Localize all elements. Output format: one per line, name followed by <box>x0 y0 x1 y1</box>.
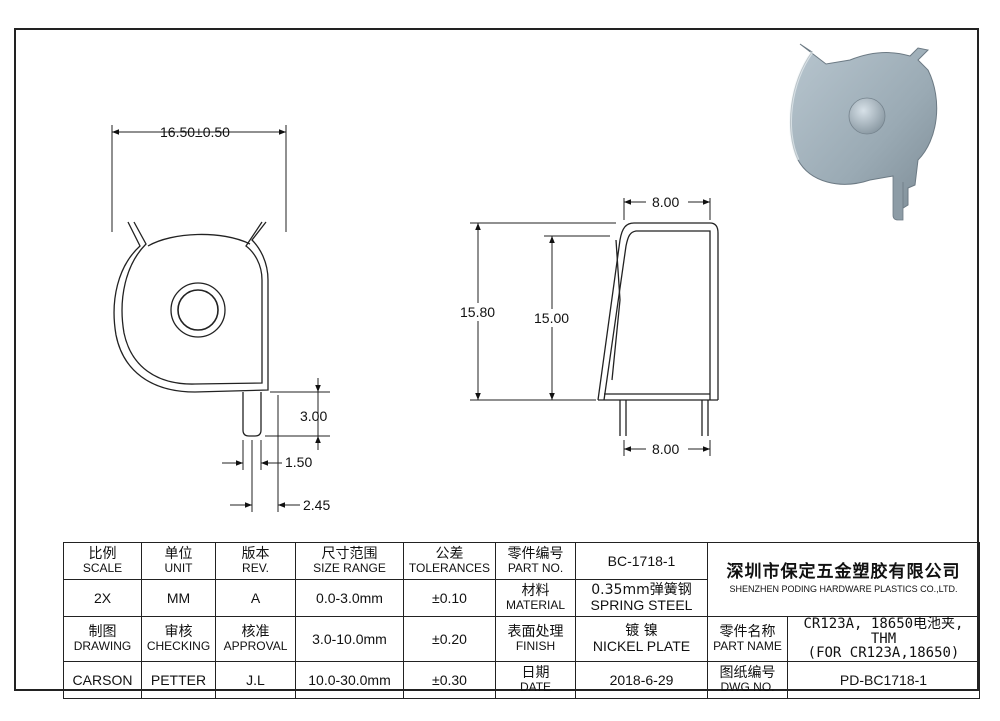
side-view <box>597 222 719 436</box>
dim-pin-offset: 2.45 <box>303 497 330 513</box>
dim-width: 16.50±0.50 <box>160 124 230 140</box>
dwg-no-value: PD-BC1718-1 <box>787 661 980 700</box>
part-no-value: BC-1718-1 <box>575 542 708 580</box>
approver-name: J.L <box>215 661 296 700</box>
unit-value: MM <box>141 579 216 617</box>
date-value: 2018-6-29 <box>575 661 708 700</box>
front-view <box>113 221 269 437</box>
scale-value: 2X <box>63 579 142 617</box>
range-3: 10.0-30.0mm <box>295 661 404 700</box>
dim-height-outer: 15.80 <box>460 304 495 320</box>
tolerance-2: ±0.20 <box>403 615 496 663</box>
isometric-render <box>788 43 938 221</box>
dim-pin-length: 3.00 <box>300 408 327 424</box>
side-dimensions <box>470 198 711 456</box>
part-name-value: CR123A, 18650电池夹, THM(FOR CR123A,18650) <box>787 615 980 663</box>
checker-name: PETTER <box>141 661 216 700</box>
dim-height-inner: 15.00 <box>534 310 569 326</box>
range-1: 0.0-3.0mm <box>295 579 404 617</box>
tolerance-1: ±0.10 <box>403 579 496 617</box>
dim-bottom-width: 8.00 <box>652 441 679 457</box>
tolerance-3: ±0.30 <box>403 661 496 700</box>
dim-pin-width: 1.50 <box>285 454 312 470</box>
front-dimensions <box>111 125 330 512</box>
range-2: 3.0-10.0mm <box>295 615 404 663</box>
dim-top-width: 8.00 <box>652 194 679 210</box>
rev-value: A <box>215 579 296 617</box>
drawer-name: CARSON <box>63 661 142 700</box>
